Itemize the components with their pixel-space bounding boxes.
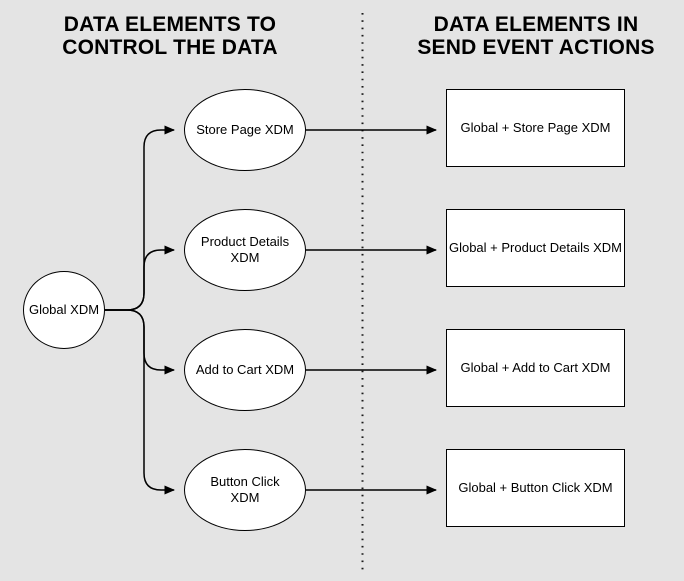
node-button-click-xdm-label: Button Click XDM [210,474,280,505]
node-global-plus-add-to-cart-xdm-label: Global + Add to Cart XDM [460,360,611,375]
node-global-xdm: Global XDM [23,271,105,349]
node-add-to-cart-xdm-label: Add to Cart XDM [195,362,295,377]
node-global-plus-store-page-xdm: Global + Store Page XDM [446,89,625,167]
node-global-xdm-label: Global XDM [28,302,100,317]
node-global-plus-add-to-cart-xdm: Global + Add to Cart XDM [446,329,625,407]
node-global-plus-button-click-xdm-label: Global + Button Click XDM [458,480,613,495]
node-button-click-xdm: Button Click XDM [184,449,306,531]
node-global-plus-button-click-xdm: Global + Button Click XDM [446,449,625,527]
node-global-plus-product-details-xdm: Global + Product Details XDM [446,209,625,287]
connector-global-to-product-details [105,245,175,311]
right-column-title: DATA ELEMENTS IN SEND EVENT ACTIONS [417,13,655,59]
left-column-title: DATA ELEMENTS TO CONTROL THE DATA [62,13,278,59]
connector-global-to-button-click [105,309,175,495]
node-global-plus-store-page-xdm-label: Global + Store Page XDM [460,120,611,135]
node-store-page-xdm: Store Page XDM [184,89,306,171]
node-add-to-cart-xdm: Add to Cart XDM [184,329,306,411]
connector-global-to-store-page [105,125,175,311]
node-global-plus-product-details-xdm-label: Global + Product Details XDM [448,240,623,255]
node-product-details-xdm: Product Details XDM [184,209,306,291]
node-product-details-xdm-label: Product Details XDM [200,234,290,265]
node-store-page-xdm-label: Store Page XDM [196,122,294,137]
connector-global-to-add-to-cart [105,309,175,375]
